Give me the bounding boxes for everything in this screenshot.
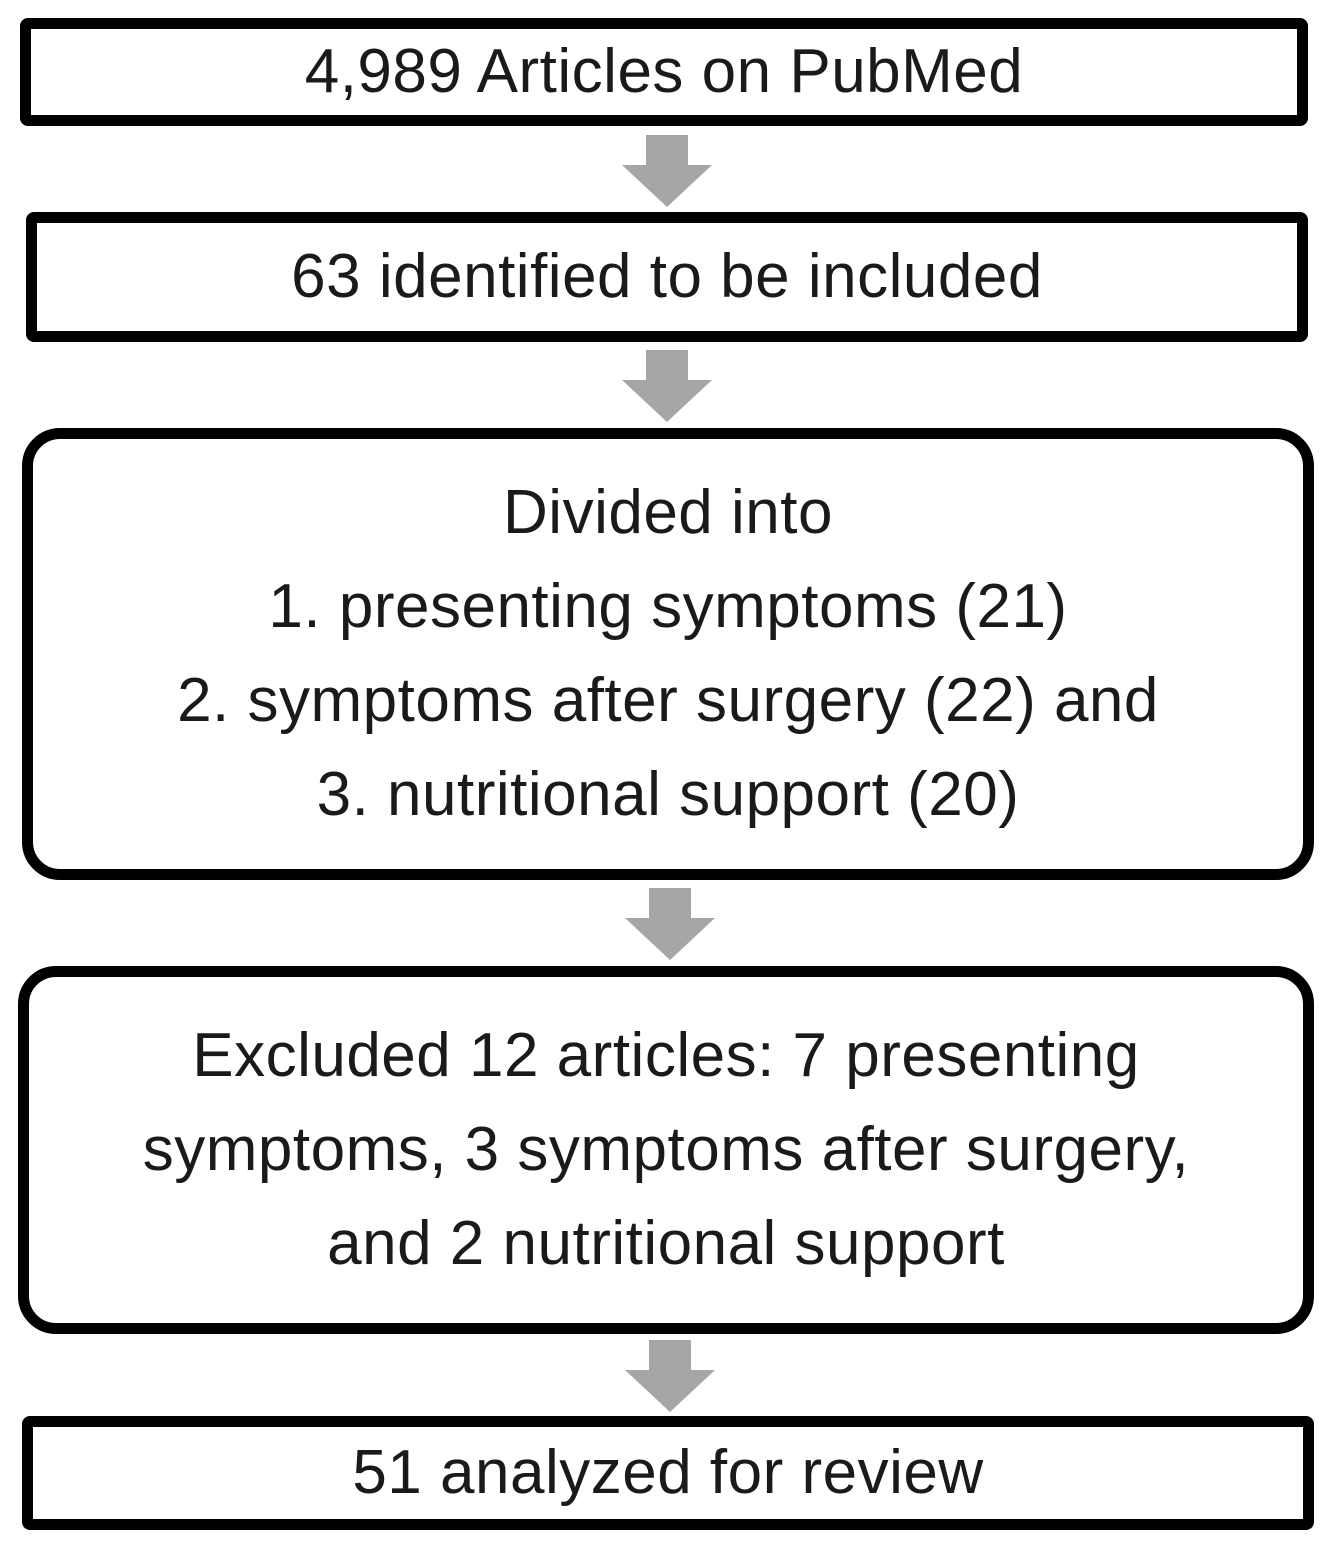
step-box-divided: Divided into 1. presenting symptoms (21)… <box>22 428 1314 880</box>
step-text-line: Excluded 12 articles: 7 presenting <box>192 1021 1140 1090</box>
step-text: 4,989 Articles on PubMed <box>304 37 1024 106</box>
step-text: 63 identified to be included <box>291 242 1043 311</box>
step-box-search: 4,989 Articles on PubMed <box>20 18 1308 126</box>
step-text-line: 2. symptoms after surgery (22) and <box>177 666 1159 735</box>
down-arrow-icon <box>625 1340 715 1412</box>
step-box-excluded: Excluded 12 articles: 7 presenting sympt… <box>18 966 1314 1334</box>
step-text-line: Divided into <box>503 478 833 547</box>
down-arrow-icon <box>622 350 712 422</box>
down-arrow-icon <box>625 888 715 960</box>
step-text-line: 3. nutritional support (20) <box>316 760 1020 829</box>
step-box-identified: 63 identified to be included <box>26 212 1308 342</box>
down-arrow-icon <box>622 135 712 207</box>
step-text-line: symptoms, 3 symptoms after surgery, <box>142 1115 1190 1184</box>
step-text-line: and 2 nutritional support <box>327 1209 1005 1278</box>
step-box-analyzed: 51 analyzed for review <box>22 1416 1314 1530</box>
step-text: 51 analyzed for review <box>352 1438 984 1507</box>
step-text-line: 1. presenting symptoms (21) <box>268 572 1068 641</box>
